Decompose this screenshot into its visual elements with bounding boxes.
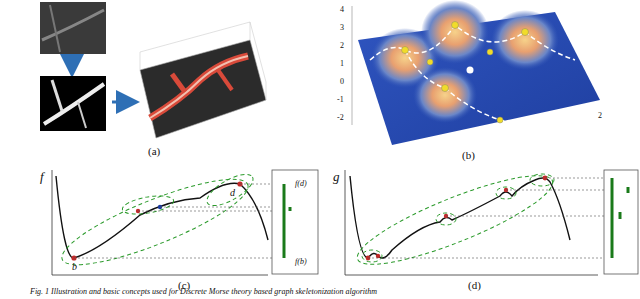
axis (52, 275, 268, 276)
axis (352, 6, 353, 125)
tick-label: -2 (337, 114, 344, 122)
persistence-bar (289, 207, 292, 211)
persistence-pairs (349, 160, 560, 279)
arrow (71, 57, 74, 72)
terrain-plane (140, 40, 266, 138)
persistence-bar (611, 178, 614, 258)
terrain-ridge (150, 56, 248, 118)
tick-label: 3 (340, 24, 344, 32)
panel-label: (a) (148, 146, 160, 157)
barcode-box (604, 170, 638, 274)
tick-label: 1 (340, 60, 344, 68)
persistence-bar (283, 184, 286, 258)
critical-points (402, 22, 529, 124)
function-curve (56, 176, 268, 258)
panel-label: (b) (462, 150, 475, 161)
barcode-box (272, 170, 318, 274)
terrain-branch (218, 70, 232, 90)
binary-image (40, 76, 106, 131)
tick-label: 4 (340, 6, 344, 14)
peak (413, 67, 477, 123)
caption: Fig. 1 Illustration and basic concepts u… (30, 288, 377, 296)
terrain-box (250, 22, 266, 100)
value-label: f(d) (295, 180, 307, 188)
point-label: b (72, 262, 77, 272)
persistence-bar (619, 212, 622, 219)
raw-image (40, 2, 106, 54)
terrain-branch (172, 74, 185, 92)
terrain-ridge (150, 56, 248, 118)
tick-label: 2 (598, 112, 602, 120)
critical-points (366, 176, 548, 261)
raw-fiber (50, 5, 60, 52)
morse-path (370, 25, 575, 60)
binary-fiber (44, 84, 104, 124)
minimum-point (467, 67, 474, 74)
point-label: d (230, 188, 235, 198)
axis-label: g (333, 170, 340, 183)
axis-label: f (40, 170, 44, 183)
binary-fiber (78, 102, 86, 128)
persistence-pairs (54, 164, 257, 280)
axis (345, 170, 346, 275)
peak (491, 10, 559, 70)
tick-label: 2 (340, 42, 344, 50)
leader-lines (74, 184, 284, 258)
function-curve (350, 176, 570, 258)
persistence-bar (627, 187, 630, 193)
leader-lines (368, 178, 628, 258)
tick-label: -1 (337, 96, 344, 104)
morse-path (405, 50, 540, 122)
panel-label: (d) (468, 280, 481, 291)
peak (421, 0, 489, 64)
value-label: f(b) (295, 258, 307, 266)
axis (345, 275, 598, 276)
axis (52, 170, 53, 275)
binary-fiber (52, 80, 62, 111)
tick-label: 0 (340, 78, 344, 86)
arrow (112, 101, 134, 104)
